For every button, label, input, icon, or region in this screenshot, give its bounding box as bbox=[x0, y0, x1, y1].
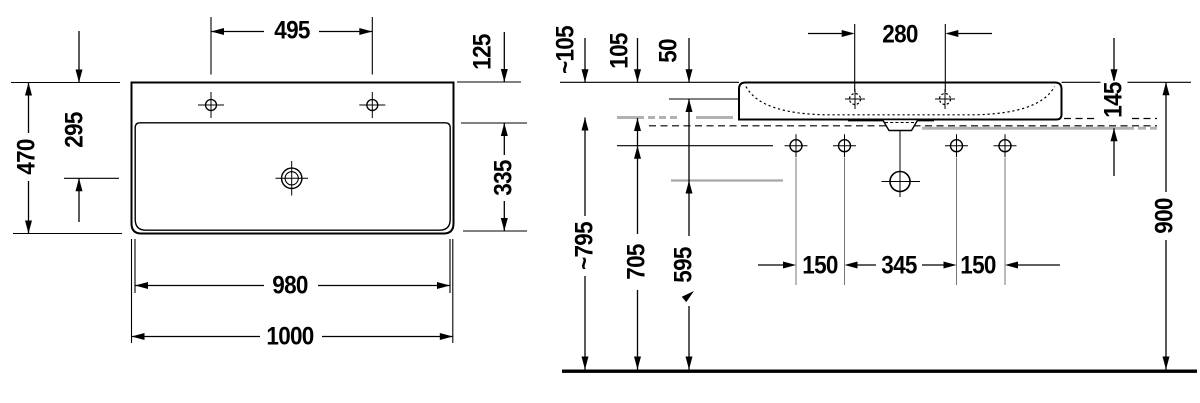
front-view bbox=[560, 24, 1197, 373]
dim-label-50: 50 bbox=[654, 37, 683, 65]
dim-label-approx-105: ~105 bbox=[551, 24, 580, 76]
dim-label-470: 470 bbox=[12, 137, 41, 177]
plan-dim-495 bbox=[210, 17, 373, 75]
front-dim-280 bbox=[808, 24, 992, 92]
plan-dim-295 bbox=[64, 31, 119, 222]
bowl-profile-dotted bbox=[745, 86, 1056, 116]
front-basin-outline bbox=[738, 81, 1063, 121]
plan-dim-1000 bbox=[130, 239, 454, 343]
dim-label-1000: 1000 bbox=[264, 322, 316, 351]
floor-line bbox=[562, 369, 1197, 373]
plan-view bbox=[11, 17, 527, 343]
plan-dim-470 bbox=[11, 81, 122, 235]
plan-bowl-outline bbox=[134, 122, 451, 231]
dim-label-345: 345 bbox=[879, 251, 919, 280]
front-tap-holes bbox=[845, 89, 955, 109]
front-height-dims-left bbox=[581, 38, 694, 370]
drain-pipe bbox=[881, 131, 920, 197]
dim-label-980: 980 bbox=[270, 271, 310, 300]
plan-drain bbox=[275, 161, 308, 196]
dim-label-approx-795: ~795 bbox=[570, 220, 599, 272]
dim-label-705: 705 bbox=[622, 242, 651, 282]
dim-label-280: 280 bbox=[880, 20, 920, 49]
dim-label-595: 595 bbox=[669, 245, 698, 285]
dim-label-150-left: 150 bbox=[800, 251, 840, 280]
dim-label-335: 335 bbox=[489, 158, 518, 198]
front-dim-150-345-150 bbox=[758, 261, 1060, 269]
plan-dim-980 bbox=[134, 239, 451, 293]
fixing-extension-lines bbox=[795, 158, 1006, 285]
plan-basin-outline bbox=[130, 81, 455, 235]
front-dim-900 bbox=[1162, 82, 1170, 370]
dim-label-150-right: 150 bbox=[958, 251, 998, 280]
dim-label-900: 900 bbox=[1150, 196, 1179, 236]
drain-fitting bbox=[881, 118, 920, 132]
dim-label-495: 495 bbox=[272, 16, 312, 45]
dim-label-295: 295 bbox=[60, 110, 89, 150]
dim-label-145: 145 bbox=[1099, 80, 1128, 120]
dim-label-105: 105 bbox=[605, 31, 634, 71]
plan-tap-holes bbox=[198, 92, 386, 118]
front-dim-145 bbox=[1110, 38, 1118, 176]
plan-dim-125-335 bbox=[457, 32, 527, 232]
fixing-holes bbox=[784, 134, 1017, 158]
dim-label-125: 125 bbox=[468, 32, 497, 72]
